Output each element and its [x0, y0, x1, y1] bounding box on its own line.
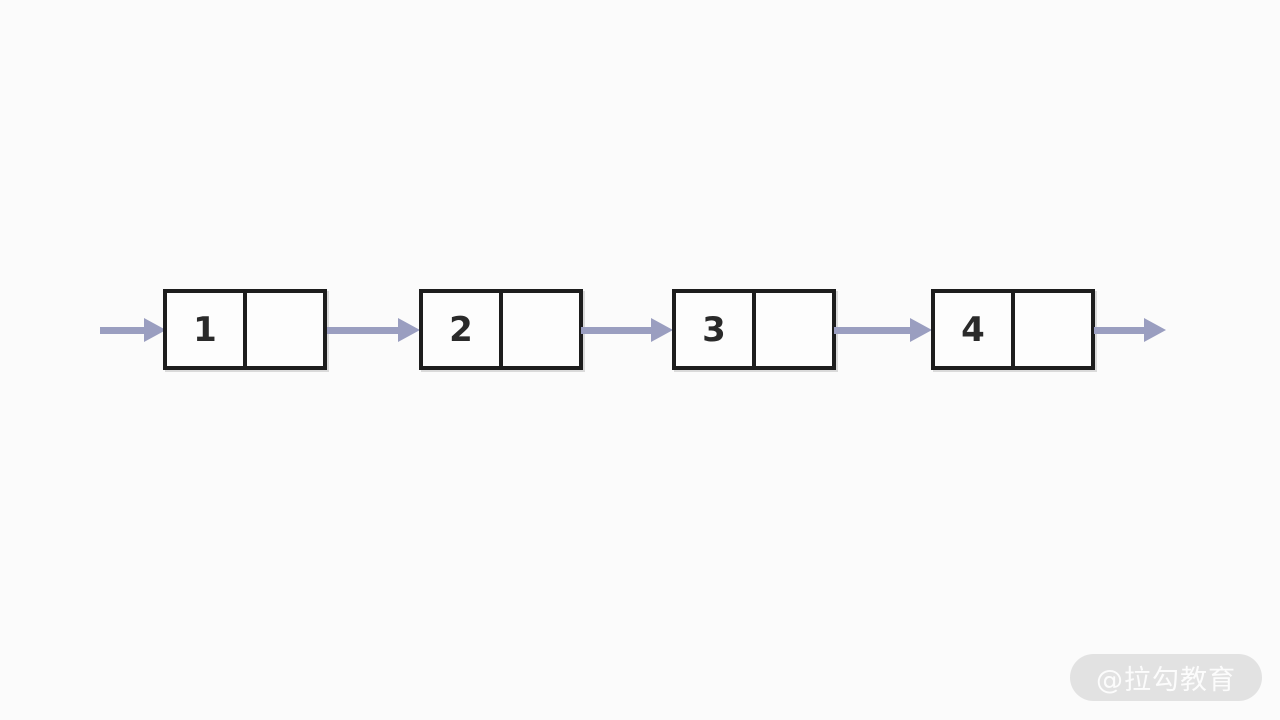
node-pointer-cell — [752, 293, 832, 366]
list-node-2: 2 — [419, 289, 583, 370]
arrow-shaft — [1094, 327, 1148, 334]
node-value: 2 — [449, 309, 473, 350]
node-pointer-cell — [499, 293, 579, 366]
head-arrow-icon — [100, 318, 166, 342]
link-arrow-icon — [327, 318, 420, 342]
arrow-head — [1144, 318, 1166, 342]
list-node-4: 4 — [931, 289, 1095, 370]
arrow-shaft — [327, 327, 402, 334]
tail-arrow-icon — [1094, 318, 1166, 342]
link-arrow-icon — [581, 318, 673, 342]
node-value: 1 — [193, 309, 217, 350]
arrow-head — [651, 318, 673, 342]
node-value-cell: 4 — [935, 293, 1011, 366]
arrow-head — [398, 318, 420, 342]
list-node-3: 3 — [672, 289, 836, 370]
link-arrow-icon — [834, 318, 932, 342]
node-value-cell: 2 — [423, 293, 499, 366]
watermark-badge: @拉勾教育 — [1070, 654, 1262, 701]
arrow-head — [910, 318, 932, 342]
arrow-shaft — [100, 327, 148, 334]
node-value-cell: 3 — [676, 293, 752, 366]
arrow-head — [144, 318, 166, 342]
arrow-shaft — [834, 327, 914, 334]
node-value-cell: 1 — [167, 293, 243, 366]
node-pointer-cell — [1011, 293, 1091, 366]
arrow-shaft — [581, 327, 655, 334]
node-value: 3 — [702, 309, 726, 350]
node-pointer-cell — [243, 293, 323, 366]
watermark-text: @拉勾教育 — [1096, 665, 1236, 696]
node-value: 4 — [961, 309, 985, 350]
list-node-1: 1 — [163, 289, 327, 370]
